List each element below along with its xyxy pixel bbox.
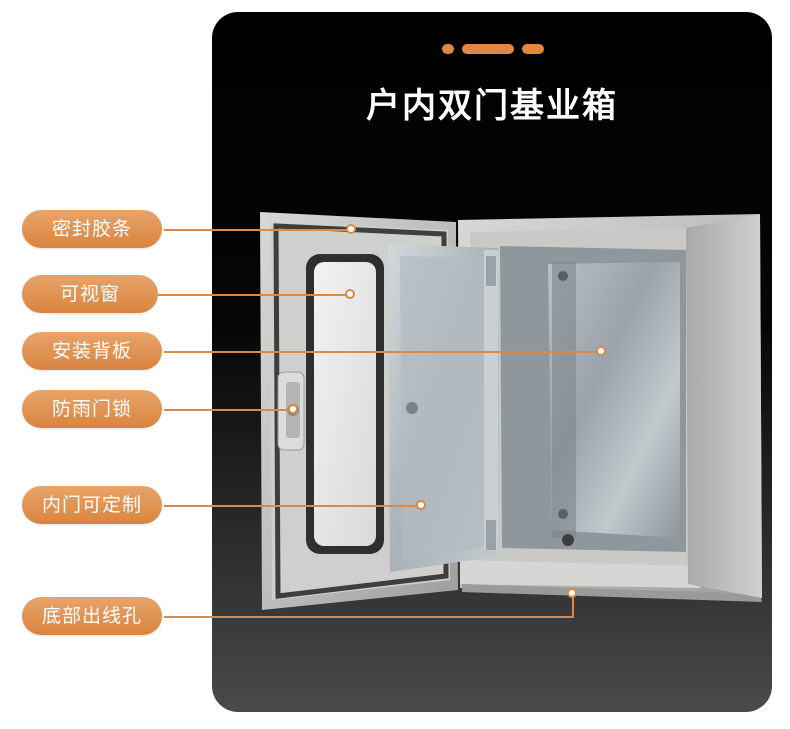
leader-dot-backplate <box>596 346 606 356</box>
page-title: 户内双门基业箱 <box>366 86 618 126</box>
callout-rain-lock: 防雨门锁 <box>22 390 162 428</box>
dot-right <box>522 44 544 54</box>
cabinet-body <box>458 214 762 602</box>
dot-left <box>442 44 454 54</box>
leader-line-seal <box>164 229 350 231</box>
decorative-dots <box>442 44 562 54</box>
callout-seal-strip: 密封胶条 <box>22 210 162 248</box>
leader-line-cable-hole <box>164 616 574 618</box>
leader-line-inner-door <box>164 505 420 507</box>
dot-center <box>462 44 514 54</box>
leader-line-lock <box>164 409 292 411</box>
callout-cable-hole: 底部出线孔 <box>22 597 162 635</box>
callout-mounting-plate: 安装背板 <box>22 332 162 370</box>
leader-dot-window <box>345 289 355 299</box>
leader-vertical-cable-hole <box>572 594 574 618</box>
leader-dot-inner-door <box>416 500 426 510</box>
callout-view-window: 可视窗 <box>22 275 158 313</box>
leader-dot-seal <box>346 224 356 234</box>
leader-line-backplate <box>164 351 600 353</box>
leader-dot-cable-hole <box>567 588 577 598</box>
leader-dot-lock <box>288 404 298 414</box>
inner-door <box>388 244 500 572</box>
callout-inner-door: 内门可定制 <box>22 486 162 524</box>
leader-line-window <box>158 294 348 296</box>
